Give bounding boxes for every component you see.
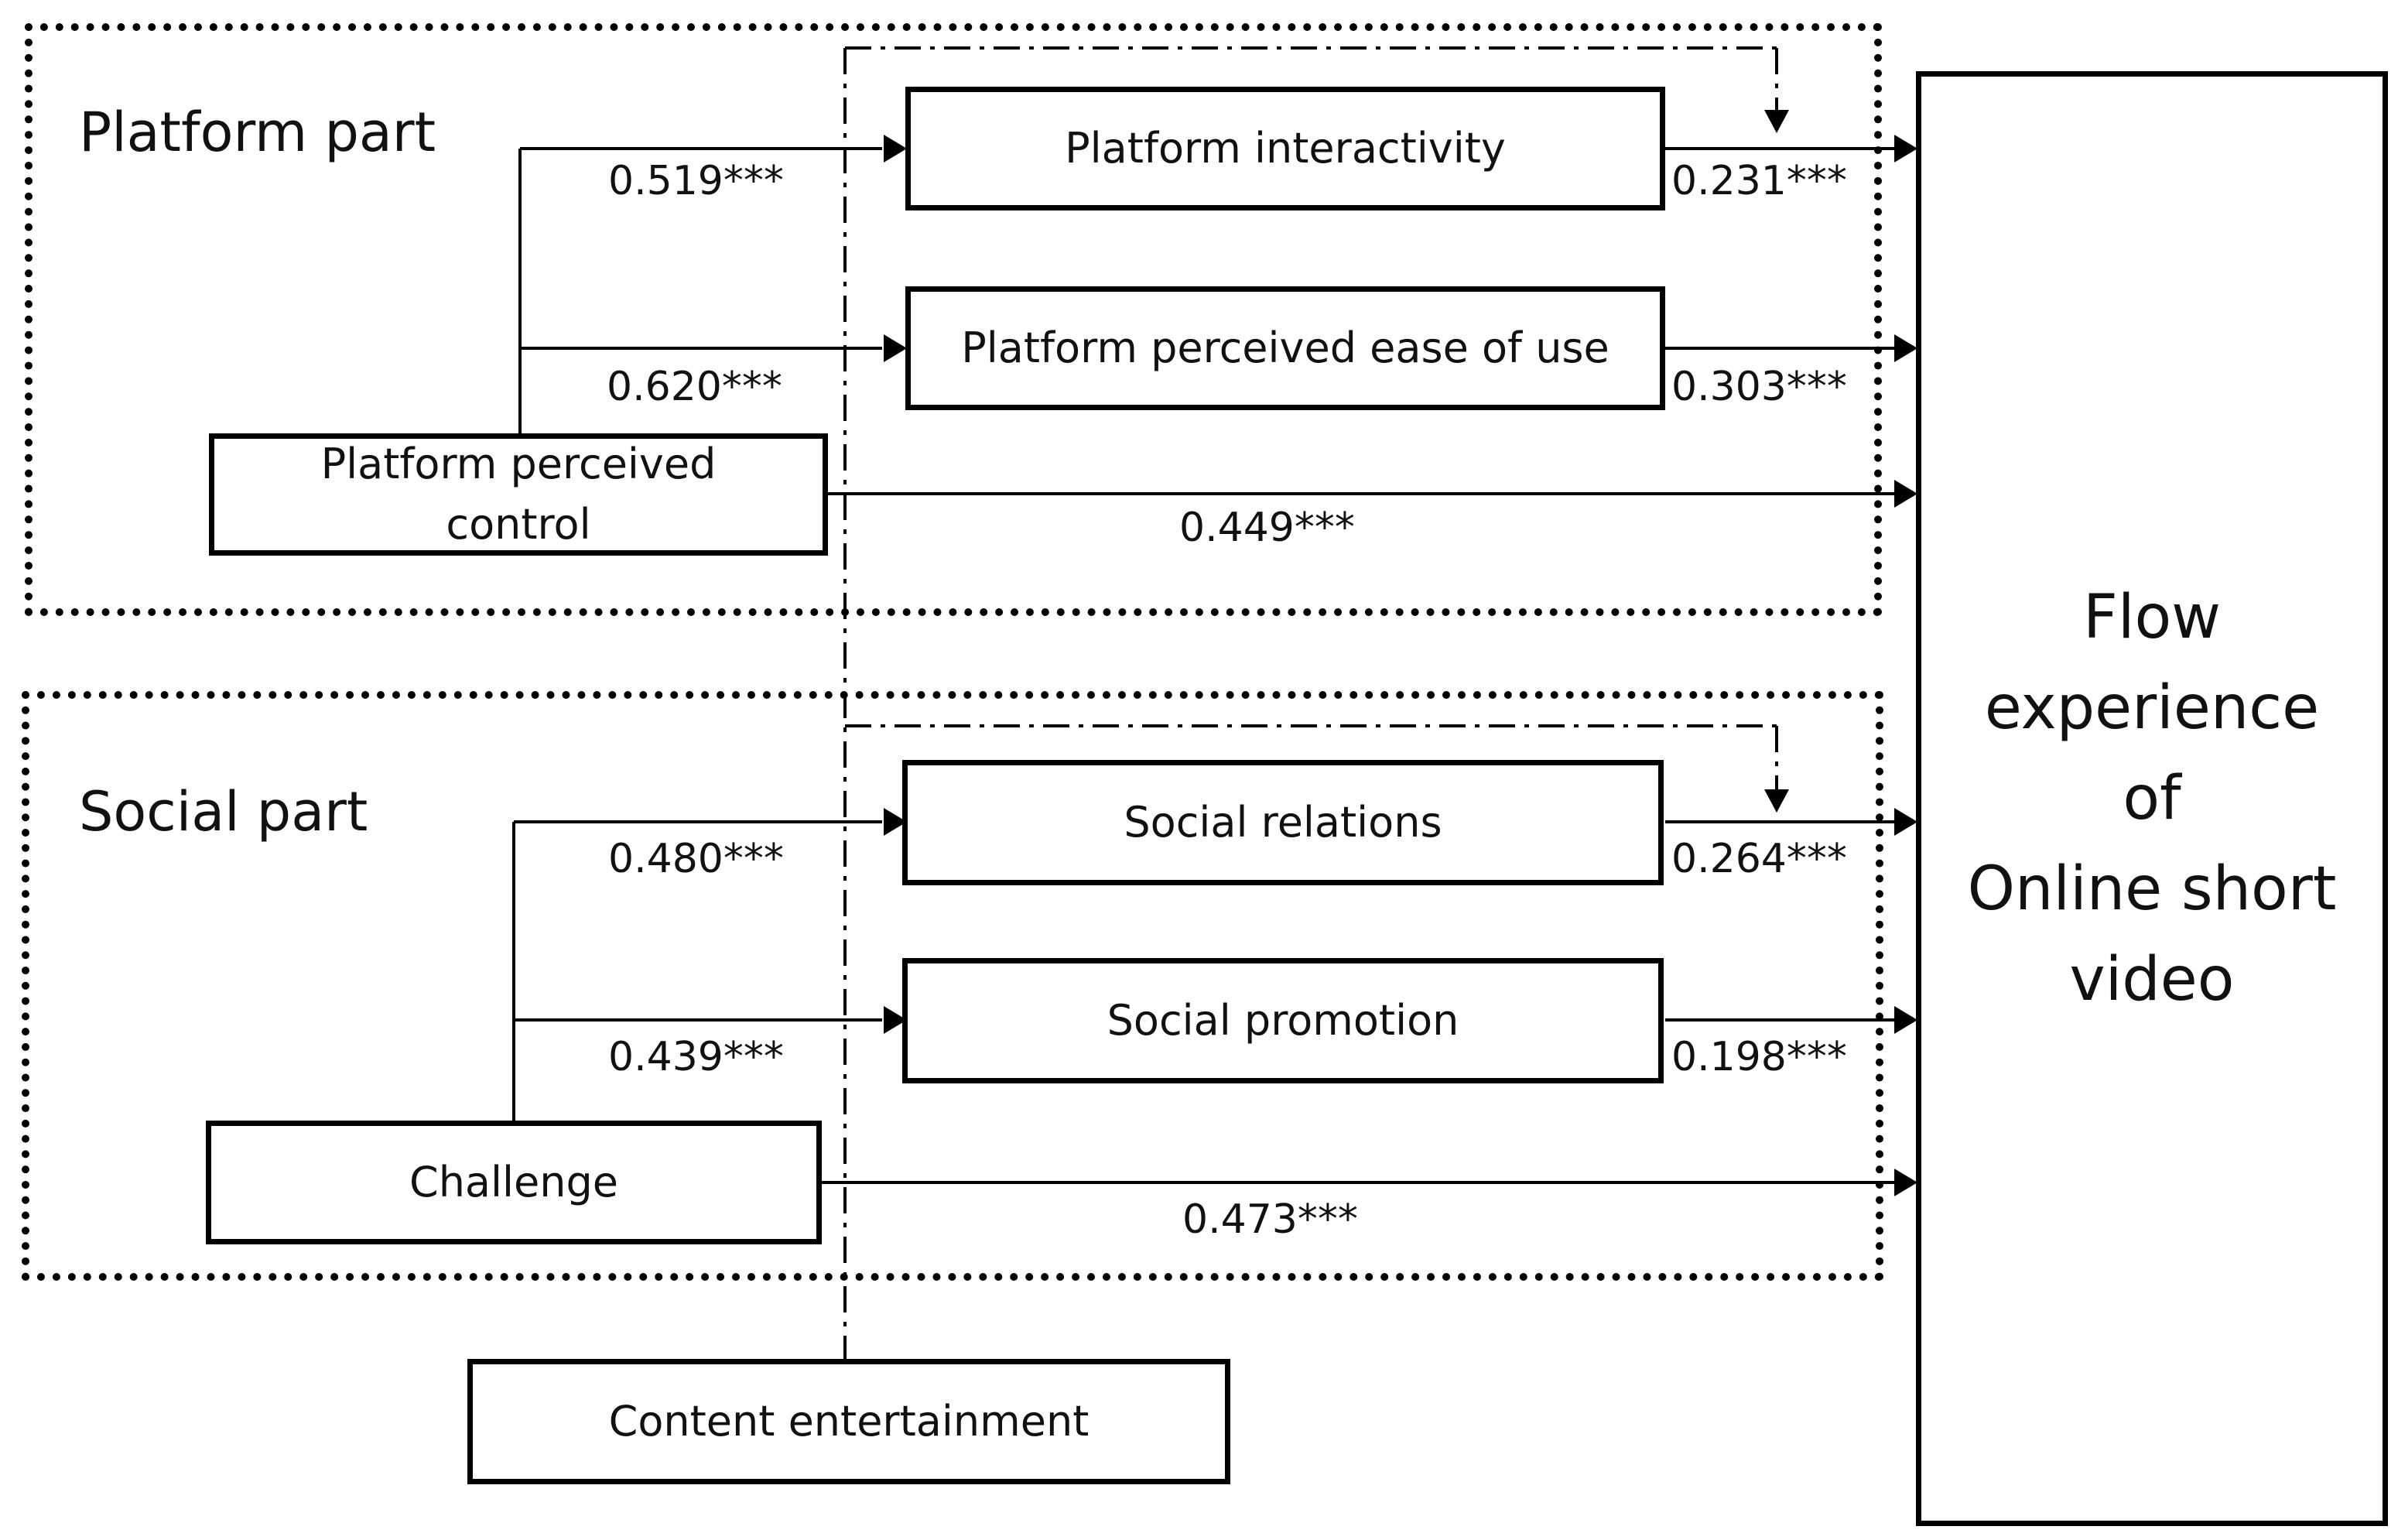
arrowhead [884, 334, 907, 362]
arrowhead [1894, 1169, 1917, 1196]
platform-part-title: Platform part [79, 101, 436, 164]
content-entertainment-label: Content entertainment [608, 1396, 1090, 1446]
social-promotion-label: Social promotion [1107, 995, 1459, 1045]
platform-ease-of-use-label: Platform perceived ease of use [961, 323, 1609, 372]
challenge-label: Challenge [409, 1157, 618, 1206]
arrowhead [884, 808, 907, 836]
social-relations-box: Social relations [902, 760, 1664, 885]
flow-line4: Online short [1967, 854, 2337, 924]
coef-challenge-to-promotion: 0.439*** [608, 1034, 784, 1080]
platform-perceived-control-label: Platform perceived control [321, 434, 717, 556]
arrowhead [1894, 808, 1917, 836]
platform-perceived-control-line1: Platform perceived [320, 439, 717, 488]
flow-line5: video [2069, 944, 2235, 1015]
flow-experience-label: Flow experience of Online short video [1968, 573, 2337, 1025]
flow-line3: of [2123, 763, 2181, 833]
arrowhead [1894, 334, 1917, 362]
coef-challenge-to-relations: 0.480*** [608, 836, 784, 882]
flow-experience-box: Flow experience of Online short video [1916, 71, 2388, 1526]
social-promotion-box: Social promotion [902, 958, 1664, 1083]
moderator-arrowhead [1764, 110, 1789, 133]
social-part-title: Social part [79, 780, 368, 844]
coef-relations-to-flow: 0.264*** [1671, 836, 1847, 882]
platform-perceived-control-line2: control [446, 500, 591, 549]
platform-ease-of-use-box: Platform perceived ease of use [905, 286, 1665, 410]
arrowhead [1894, 1006, 1917, 1034]
flow-line2: experience [1984, 672, 2320, 743]
challenge-box: Challenge [206, 1121, 822, 1244]
arrowhead [884, 1006, 907, 1034]
coef-control-to-ease: 0.620*** [607, 364, 782, 410]
coef-control-to-interactivity: 0.519*** [608, 158, 784, 204]
platform-part-group [25, 23, 1882, 616]
platform-perceived-control-box: Platform perceived control [209, 433, 828, 556]
moderator-arrowhead [1764, 789, 1789, 813]
social-part-group [22, 691, 1883, 1281]
coef-challenge-to-flow: 0.473*** [1182, 1196, 1358, 1243]
coef-control-to-flow: 0.449*** [1179, 505, 1355, 551]
arrowhead [1894, 135, 1917, 163]
arrowhead [1894, 480, 1917, 508]
coef-ease-to-flow: 0.303*** [1671, 364, 1847, 410]
social-relations-label: Social relations [1124, 797, 1442, 847]
flow-line1: Flow [2082, 582, 2222, 652]
coef-promotion-to-flow: 0.198*** [1671, 1034, 1847, 1080]
content-entertainment-box: Content entertainment [467, 1359, 1230, 1484]
platform-interactivity-label: Platform interactivity [1065, 123, 1506, 173]
coef-interactivity-to-flow: 0.231*** [1671, 158, 1847, 204]
arrowhead [884, 135, 907, 163]
platform-interactivity-box: Platform interactivity [905, 87, 1665, 210]
